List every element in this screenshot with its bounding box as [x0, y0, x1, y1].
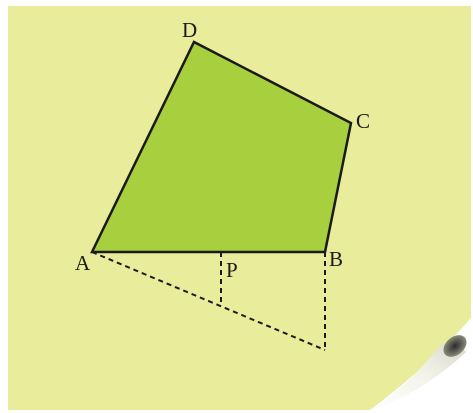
- point-label-b: B: [329, 247, 343, 271]
- point-label-c: C: [356, 109, 370, 133]
- point-label-p: P: [226, 258, 238, 282]
- quadrilateral-abcd: [90, 40, 353, 254]
- point-label-a: A: [75, 251, 91, 275]
- point-label-d: D: [182, 18, 197, 42]
- dashed-line-a-to-base: [91, 251, 326, 351]
- page-curl: [370, 343, 466, 410]
- page-curl-shadow: [443, 335, 467, 357]
